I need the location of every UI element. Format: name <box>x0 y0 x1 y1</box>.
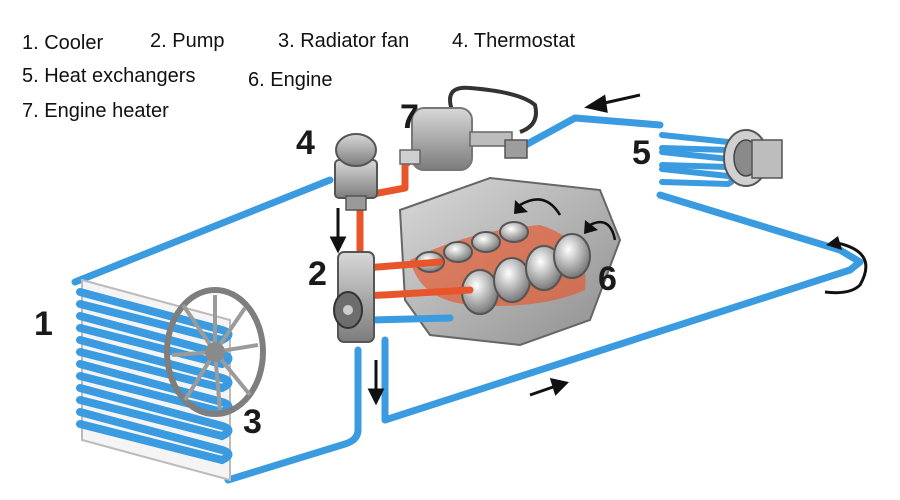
fan-ring <box>164 287 266 417</box>
flow-arrows <box>329 93 641 406</box>
flow-arrow-curved <box>824 240 868 295</box>
legend-engine: 6. Engine <box>248 69 333 91</box>
heater-cable <box>448 85 538 134</box>
callout-cooler: 1 <box>34 305 53 343</box>
legend-thermostat: 4. Thermostat <box>452 30 576 52</box>
callout-engine-heater: 7 <box>400 98 419 136</box>
radiator-fan <box>164 287 266 417</box>
legend-cooler: 1. Cooler <box>22 32 104 54</box>
callout-radiator-fan: 3 <box>243 403 262 441</box>
engine <box>361 176 622 347</box>
engine-arrow-head-1 <box>514 200 528 214</box>
callout-engine: 6 <box>598 260 617 298</box>
heat-exchanger-blower <box>723 129 783 187</box>
flow-arrow-curved-head <box>826 236 842 250</box>
callout-thermostat: 4 <box>296 124 315 162</box>
callout-pump: 2 <box>308 255 327 293</box>
engine-flow-arrows <box>519 198 617 241</box>
engine-cylinders <box>415 221 591 315</box>
pump <box>333 251 375 343</box>
legend-engine-heater: 7. Engine heater <box>22 100 169 122</box>
thermostat <box>334 133 378 211</box>
cooler <box>76 278 233 482</box>
engine-arrow-head-2 <box>584 220 598 234</box>
legend-heat-exchangers: 5. Heat exchangers <box>22 65 196 87</box>
heat-exchanger-coils <box>659 132 736 188</box>
callout-heat-exchangers: 5 <box>632 134 651 172</box>
heat-exchanger <box>659 129 783 188</box>
legend-radiator-fan: 3. Radiator fan <box>278 30 410 52</box>
fan-hub <box>205 342 225 362</box>
engine-heater <box>399 85 538 171</box>
legend-pump: 2. Pump <box>150 30 225 52</box>
engine-supply-pipes <box>361 258 474 324</box>
cold-coolant-pipes <box>71 114 864 484</box>
